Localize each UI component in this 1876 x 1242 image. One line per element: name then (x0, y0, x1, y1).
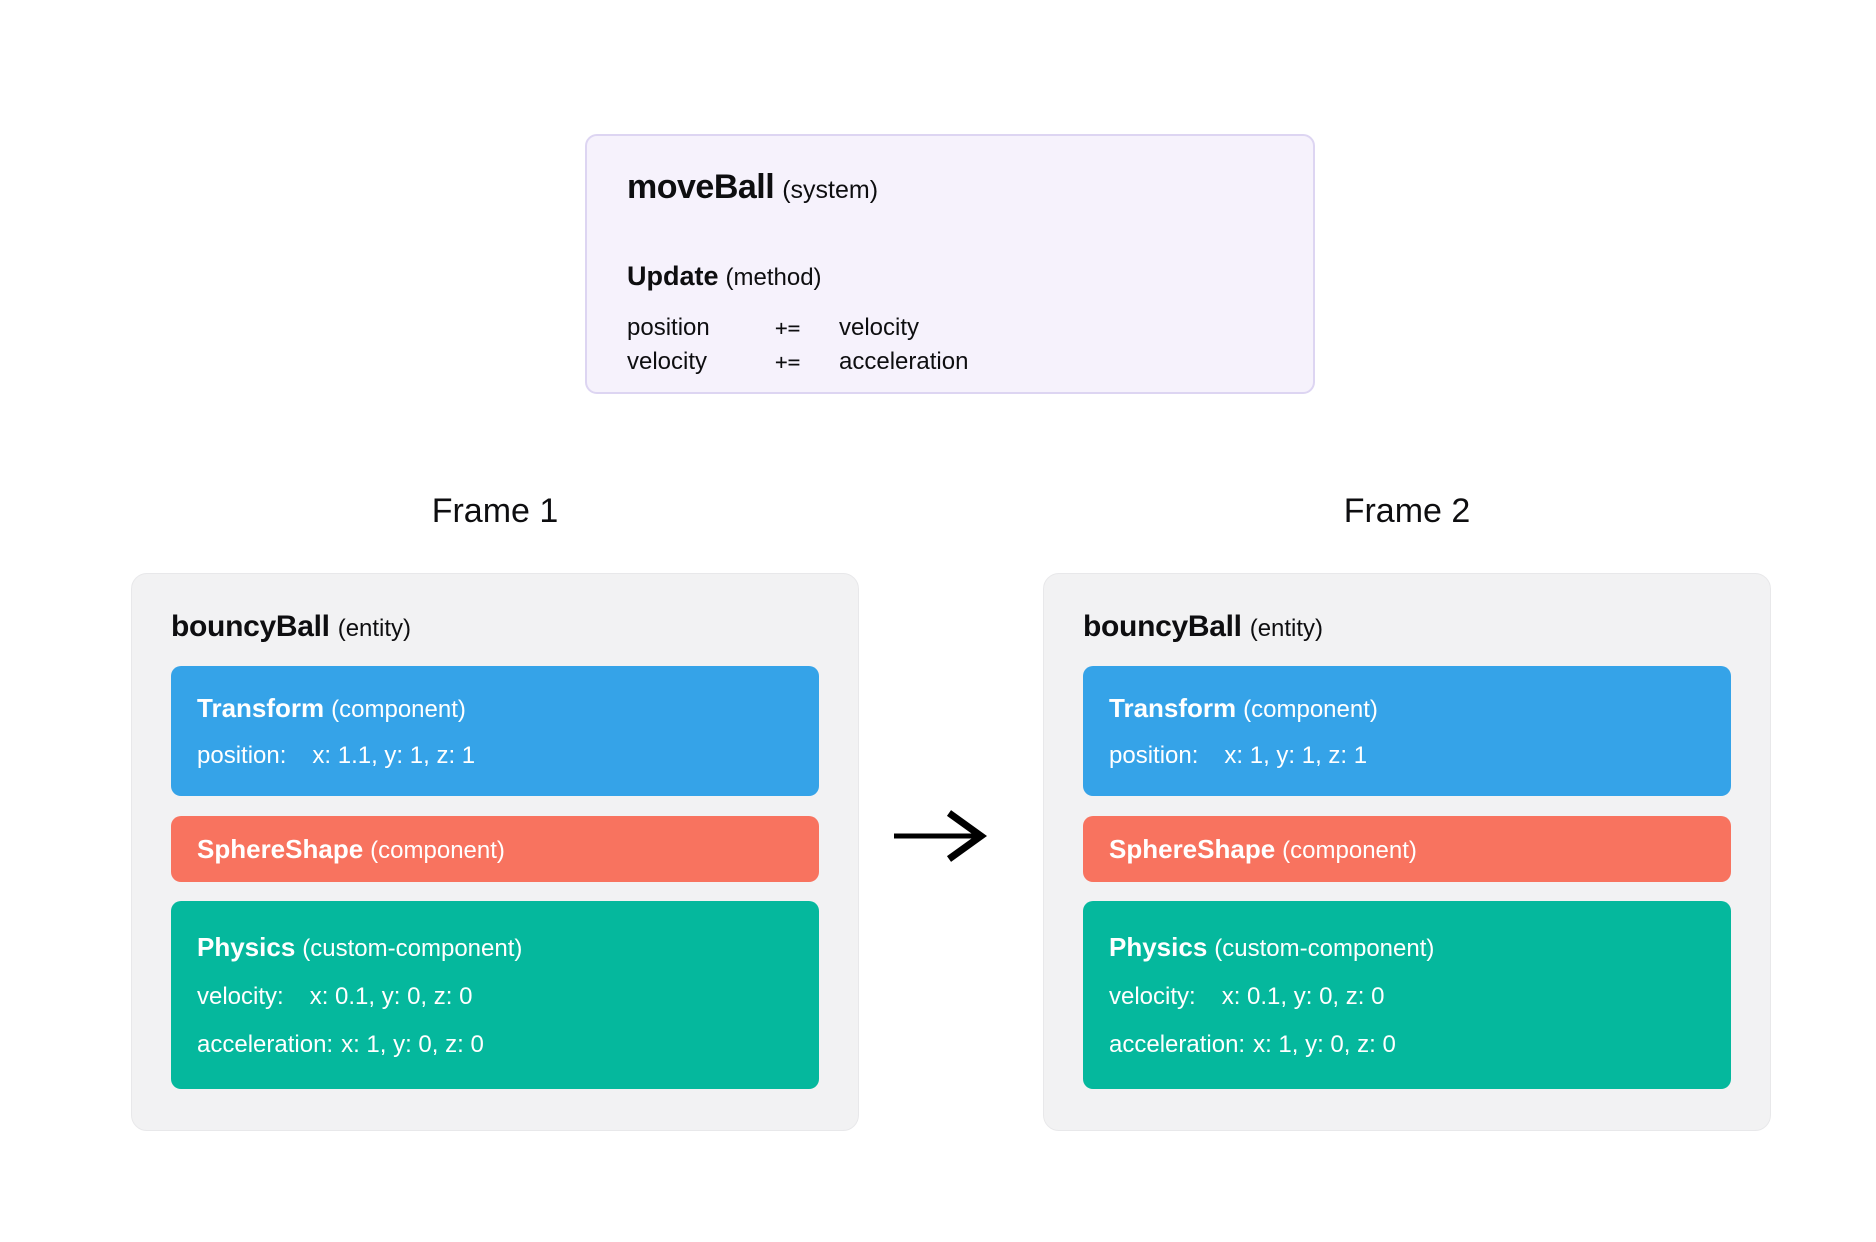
component-type-label: (custom-component) (302, 934, 523, 962)
velocity-label: velocity: (1109, 982, 1196, 1010)
frame2-label: Frame 2 (1343, 492, 1471, 530)
entity-name: bouncyBall (171, 610, 330, 643)
code-line2-lhs: velocity (627, 348, 708, 375)
code-line1-rhs: velocity (839, 314, 920, 341)
component-name: Physics(custom-component) (197, 932, 793, 963)
component-name-text: SphereShape (197, 833, 364, 864)
position-label: position: (1109, 741, 1199, 769)
entity-type-label: (entity) (1249, 615, 1324, 642)
velocity-value: x: 0.1, y: 0, z: 0 (1221, 982, 1385, 1010)
position-value: x: 1, y: 1, z: 1 (1224, 741, 1368, 769)
component-type-label: (component) (1282, 836, 1417, 864)
code-line1-op: += (775, 316, 801, 340)
velocity-label: velocity: (197, 982, 284, 1010)
position-row: position: x: 1, y: 1, z: 1 (1109, 742, 1705, 770)
component-name: SphereShape(component) (197, 834, 793, 865)
system-card-moveball: moveBall(system) Update(method) position… (585, 134, 1315, 394)
component-name-text: SphereShape (1109, 833, 1276, 864)
velocity-row: velocity: x: 0.1, y: 0, z: 0 (1109, 983, 1705, 1011)
entity-header: bouncyBall (entity) (1083, 608, 1731, 648)
transform-component-card: Transform(component) position: x: 1, y: 1… (1083, 666, 1731, 796)
acceleration-value: x: 1, y: 0, z: 0 (1253, 1030, 1396, 1058)
component-name: Transform(component) (1109, 693, 1705, 724)
component-name-text: Physics (1109, 931, 1208, 962)
physics-component-card: Physics(custom-component) velocity: x: 0.… (1083, 901, 1731, 1089)
component-type-label: (component) (370, 836, 505, 864)
component-name-text: Physics (197, 931, 296, 962)
component-name-text: Transform (197, 692, 325, 723)
component-name: Transform(component) (197, 693, 793, 724)
frame1-label: Frame 1 (431, 492, 559, 530)
position-label: position: (197, 741, 287, 769)
code-line2-rhs: acceleration (839, 348, 969, 375)
component-type-label: (custom-component) (1214, 934, 1435, 962)
velocity-row: velocity: x: 0.1, y: 0, z: 0 (197, 983, 793, 1011)
method-type-label: (method) (725, 264, 822, 291)
entity-card-frame1: bouncyBall (entity) Transform(component) … (131, 573, 859, 1131)
component-type-label: (component) (331, 695, 466, 723)
physics-component-card: Physics(custom-component) velocity: x: 0.… (171, 901, 819, 1089)
system-title: moveBall(system) (627, 168, 1273, 207)
method-name: Update (627, 261, 719, 291)
entity-card-frame2: bouncyBall (entity) Transform(component) … (1043, 573, 1771, 1131)
transform-component-card: Transform(component) position: x: 1.1, y:… (171, 666, 819, 796)
acceleration-label: acceleration: (197, 1030, 334, 1058)
acceleration-value: x: 1, y: 0, z: 0 (341, 1030, 484, 1058)
entity-header: bouncyBall (entity) (171, 608, 819, 648)
acceleration-row: acceleration:x: 1, y: 0, z: 0 (197, 1031, 793, 1059)
method-title: Update(method) (627, 261, 1273, 292)
code-line1-lhs: position (627, 314, 710, 341)
code-line2-op: += (775, 350, 801, 374)
entity-name: bouncyBall (1083, 610, 1242, 643)
sphereshape-component-card: SphereShape(component) (171, 816, 819, 882)
sphereshape-component-card: SphereShape(component) (1083, 816, 1731, 882)
acceleration-row: acceleration:x: 1, y: 0, z: 0 (1109, 1031, 1705, 1059)
velocity-value: x: 0.1, y: 0, z: 0 (309, 982, 473, 1010)
method-code: position += velocity velocity += acceler… (627, 312, 1273, 378)
entity-type-label: (entity) (337, 615, 412, 642)
component-name: Physics(custom-component) (1109, 932, 1705, 963)
system-name: moveBall (627, 168, 775, 206)
component-name: SphereShape(component) (1109, 834, 1705, 865)
component-type-label: (component) (1243, 695, 1378, 723)
frame-transition-arrow-icon (894, 810, 987, 862)
position-row: position: x: 1.1, y: 1, z: 1 (197, 742, 793, 770)
component-name-text: Transform (1109, 692, 1237, 723)
acceleration-label: acceleration: (1109, 1030, 1246, 1058)
position-value: x: 1.1, y: 1, z: 1 (312, 741, 476, 769)
system-type-label: (system) (782, 176, 879, 204)
